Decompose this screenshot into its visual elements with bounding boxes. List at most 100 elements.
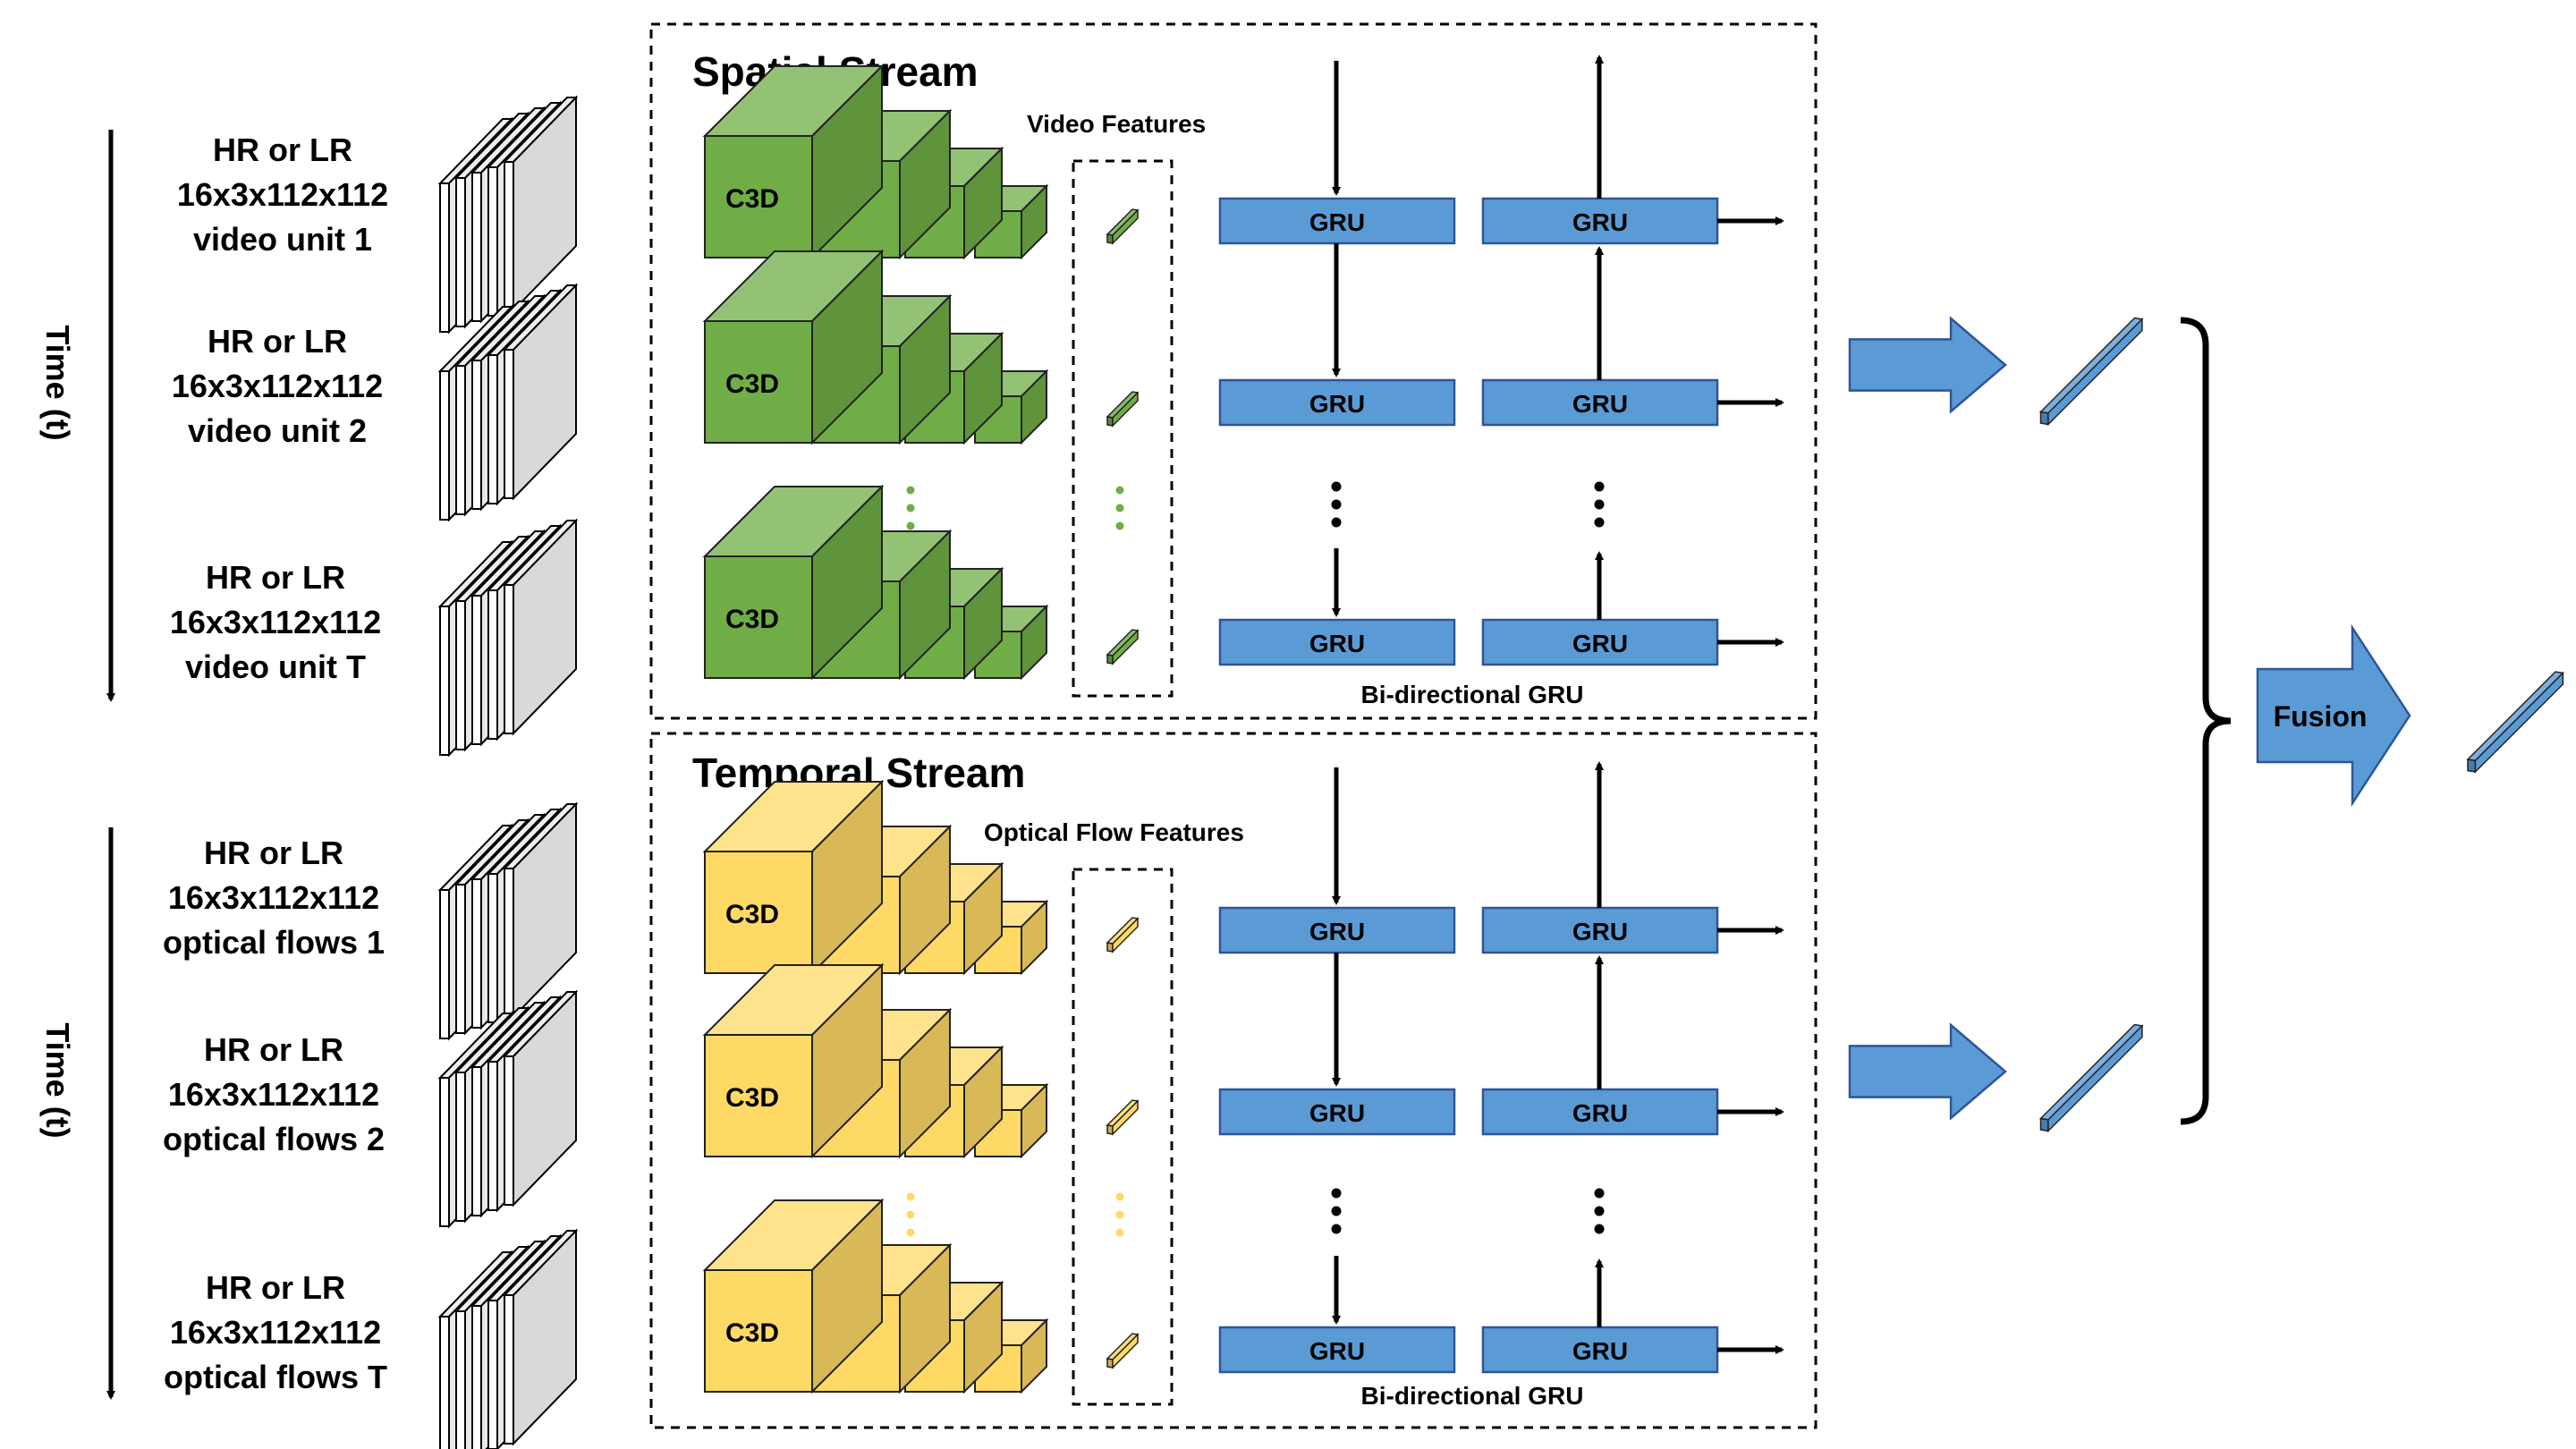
spatial-feature-1 [1106,208,1140,245]
dot [906,504,915,513]
temporal-input-3-line2: 16x3x112x112 [170,1314,381,1351]
cube-front [704,1269,813,1393]
feature-side [2474,671,2564,774]
feature-end [2467,758,2477,773]
optical-flow-features-box [1072,868,1174,1406]
gru-label: GRU [1309,1337,1365,1365]
feature-top [2038,1023,2144,1121]
fusion-label: Fusion [2274,700,2368,733]
spatial-input-1-line1: HR or LR [213,131,352,168]
spatial-input-1-line3: video unit 1 [193,221,372,258]
spatial-fwd-gru-2: GRU [1218,378,1456,427]
gru-rect [1481,906,1719,954]
spatial-feature-ellipsis [1115,486,1124,530]
frame-front [455,177,466,327]
frame-front [439,370,450,521]
frame-front [504,584,514,734]
c3d-label: C3D [725,1083,779,1113]
gru-label: GRU [1309,630,1365,657]
temporal-input-3-line1: HR or LR [206,1269,345,1306]
frame-front [487,1300,498,1449]
frame-front [455,365,466,515]
dot [1594,517,1605,528]
spatial-input-2-line3: video unit 2 [188,412,367,449]
fused-output-feature [2466,671,2564,774]
temporal-stream-box [649,732,1818,1429]
dot [906,1192,915,1201]
frame-front [487,1061,498,1211]
dot [1331,1224,1342,1234]
frame-front [455,600,466,750]
spatial-bwd-gru-1: GRU [1481,197,1719,245]
temporal-fwd-gru-2: GRU [1218,1088,1456,1136]
spatial-input-3-line3: video unit T [185,648,366,685]
dot [1594,1206,1605,1216]
gru-rect [1481,197,1719,245]
gru-label: GRU [1309,1099,1365,1127]
temporal-input-1-line1: HR or LR [204,835,343,871]
spatial-input-2-line1: HR or LR [208,323,347,360]
cube-front [704,555,813,679]
frame-front [455,884,466,1034]
spatial-feature-2 [1106,391,1140,428]
spatial-c3d-ellipsis [906,486,915,530]
dot [906,486,915,495]
dot [1331,517,1342,528]
spatial-c3d-3: C3D [702,484,1049,681]
dot [1115,1192,1124,1201]
dot [1594,481,1605,492]
dot [1115,1210,1124,1219]
frame-front [487,873,498,1023]
c3d-label: C3D [725,369,779,399]
c3d-label: C3D [725,1318,779,1348]
gru-label: GRU [1309,918,1365,945]
temporal-input-2-line3: optical flows 2 [163,1121,385,1157]
video-features-label: Video Features [1027,110,1206,138]
gru-rect [1218,1088,1456,1136]
feature-side [1112,629,1139,665]
gru-rect [1218,1326,1456,1374]
temporal-c3d-3: C3D [702,1198,1049,1394]
temporal-stream-feature [2038,1023,2144,1133]
dot [1594,1224,1605,1234]
spatial-gru-bwd-ellipsis [1594,481,1605,528]
temporal-feature-3 [1106,1333,1140,1369]
frame-front [487,166,498,317]
frame-front [487,589,498,740]
frame-front [455,1072,466,1222]
feature-side [1112,391,1139,428]
gru-label: GRU [1572,390,1628,418]
temporal-feature-ellipsis [1115,1192,1124,1237]
dot [1115,1228,1124,1237]
gru-label: GRU [1572,630,1628,657]
fusion-block-arrow [2256,623,2411,808]
temporal-input-2-line1: HR or LR [204,1031,343,1068]
optical-flow-features-label: Optical Flow Features [984,818,1244,846]
frame-stack-1 [437,95,579,335]
time-label-spatial: Time (t) [39,325,76,440]
frame-front [439,182,450,333]
temporal-c3d-2: C3D [702,962,1049,1159]
temporal-bwd-gru-2: GRU [1481,1088,1719,1136]
feature-side [1112,1333,1139,1369]
spatial-block-arrow [1848,316,2007,414]
frame-front [471,1066,482,1216]
cube-front [704,320,813,444]
frame-front [439,889,450,1039]
spatial-c3d-2: C3D [702,249,1049,445]
time-label-temporal: Time (t) [39,1022,76,1138]
gru-rect [1481,1326,1719,1374]
feature-end [1106,942,1114,953]
dot [1594,1188,1605,1199]
spatial-fwd-gru-1: GRU [1218,197,1456,245]
feature-side [2047,318,2143,427]
dot [906,521,915,530]
gru-label: GRU [1309,208,1365,236]
temporal-feature-2 [1106,1099,1140,1136]
gru-rect [1218,197,1456,245]
gru-label: GRU [1572,1099,1628,1127]
frame-front [504,161,514,311]
cube-front [704,135,813,258]
gru-rect [1218,378,1456,427]
